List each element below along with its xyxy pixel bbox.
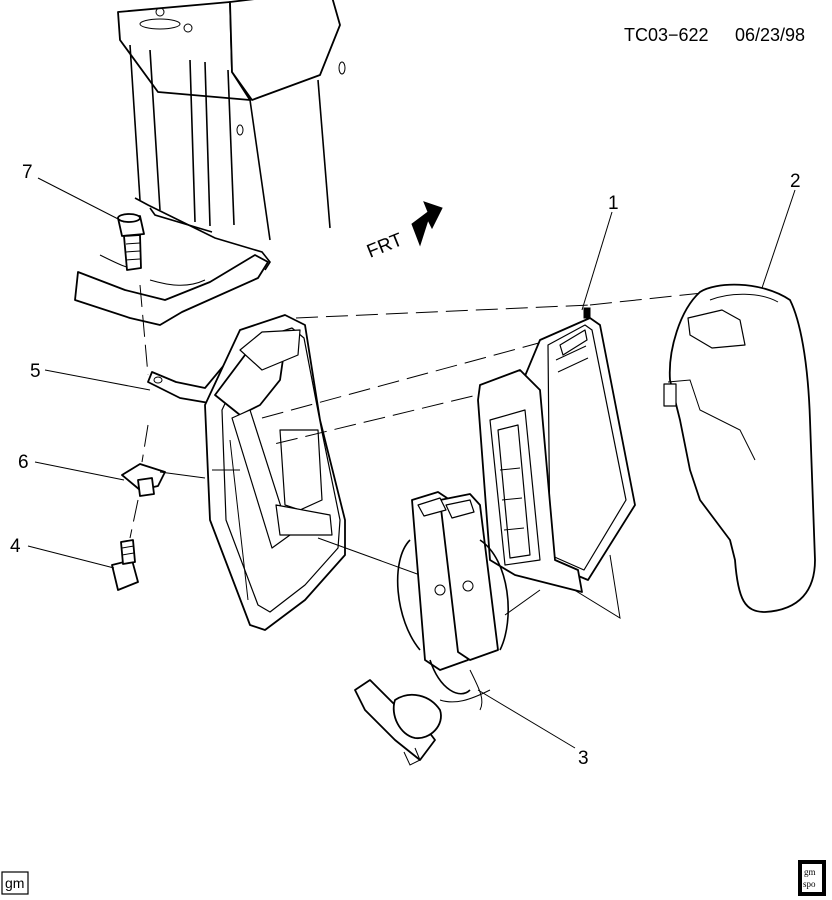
- module-cradle: [159, 314, 346, 631]
- doc-id: TC03−622: [624, 25, 709, 45]
- callout-2: 2: [790, 171, 801, 192]
- callout-3: 3: [578, 748, 589, 769]
- vehicle-frame: [117, 0, 346, 271]
- control-module: [477, 307, 636, 593]
- front-label: FRT: [364, 229, 406, 262]
- bolt-7: [117, 213, 149, 376]
- wiring-harness: [354, 491, 509, 766]
- gm-logo-left: gm: [1, 871, 29, 895]
- callout-5: 5: [30, 361, 41, 382]
- callout-numbers: 1 2 3 4 5 6 7: [10, 162, 801, 769]
- leader-lines: [27, 177, 796, 749]
- gm-spo-logo-top: gm: [804, 867, 816, 877]
- gm-spo-logo: gm spo: [798, 860, 826, 896]
- gm-logo-text: gm: [5, 875, 24, 891]
- front-direction-indicator: FRT: [364, 201, 443, 263]
- callout-7: 7: [22, 162, 33, 183]
- clip-6: [121, 424, 166, 497]
- gm-spo-logo-bottom: spo: [803, 879, 816, 889]
- front-arrow-icon: [411, 201, 443, 247]
- callout-1: 1: [608, 193, 619, 214]
- module-cover: [663, 283, 816, 613]
- doc-date: 06/23/98: [735, 25, 805, 45]
- callout-6: 6: [18, 452, 29, 473]
- bolt-4: [111, 499, 139, 591]
- callout-4: 4: [10, 536, 21, 557]
